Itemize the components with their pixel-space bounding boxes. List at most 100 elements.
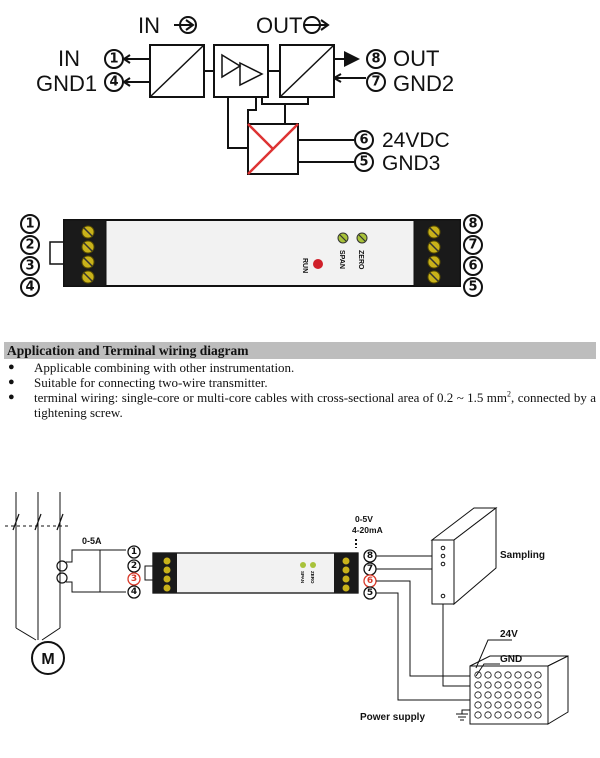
module-right-screws bbox=[427, 225, 441, 284]
zero-label: ZERO bbox=[357, 250, 364, 270]
vent-hole bbox=[474, 701, 482, 709]
in-arrow-icon bbox=[174, 16, 197, 34]
output-range-current: 4-20mA bbox=[352, 525, 383, 535]
app-zero-label: ZERO bbox=[310, 571, 315, 584]
application-wiring-diagram: M 0-5A 1 2 3 4 SP bbox=[5, 492, 569, 725]
motor-icon bbox=[31, 641, 65, 675]
vent-hole bbox=[504, 701, 512, 709]
amplifier-block bbox=[213, 44, 269, 98]
vent-hole bbox=[524, 701, 532, 709]
vent-hole bbox=[494, 691, 502, 699]
vent-hole bbox=[504, 691, 512, 699]
module-terminal-2: 2 bbox=[25, 238, 34, 253]
vent-hole bbox=[534, 711, 542, 719]
terminal-8-number: 8 bbox=[371, 52, 380, 67]
power-supply-vent-grid bbox=[474, 671, 542, 719]
terminal-4-marker bbox=[104, 72, 124, 92]
vent-hole bbox=[494, 711, 502, 719]
module-left-terminal-numbers: 1 2 3 4 bbox=[20, 214, 40, 297]
sampling-device-icon bbox=[430, 506, 498, 606]
section-title: Application and Terminal wiring diagram bbox=[4, 342, 596, 359]
motor-label: M bbox=[41, 651, 54, 668]
module-left-screws bbox=[81, 225, 95, 284]
feature-item-wiring: terminal wiring: single-core or multi-co… bbox=[4, 390, 596, 420]
wiring-text-end: , connected by a tightening screw. bbox=[34, 390, 596, 420]
current-transformer-icon bbox=[56, 560, 68, 572]
vent-hole bbox=[514, 681, 522, 689]
output-range-voltage: 0-5V bbox=[355, 514, 373, 524]
vent-hole bbox=[504, 711, 512, 719]
vent-hole bbox=[514, 691, 522, 699]
vent-hole bbox=[534, 701, 542, 709]
app-module-body bbox=[152, 552, 359, 594]
vent-hole bbox=[514, 671, 522, 679]
vent-hole bbox=[504, 671, 512, 679]
module-right-terminal-numbers: 8 7 6 5 bbox=[463, 214, 483, 297]
vent-hole bbox=[534, 681, 542, 689]
app-terminal-5: 5 bbox=[367, 588, 373, 598]
span-label: SPAN bbox=[338, 250, 345, 269]
feature-item: Applicable combining with other instrume… bbox=[4, 360, 596, 375]
app-terminal-8: 8 bbox=[367, 551, 373, 561]
out-label: OUT bbox=[393, 46, 439, 71]
feature-list: Applicable combining with other instrume… bbox=[4, 360, 596, 420]
module-front-view: 1 2 3 4 SP bbox=[20, 214, 483, 297]
vent-hole bbox=[534, 691, 542, 699]
gnd2-label: GND2 bbox=[393, 71, 454, 96]
run-label: RUN bbox=[301, 258, 308, 273]
vent-hole bbox=[524, 681, 532, 689]
vent-hole bbox=[474, 711, 482, 719]
module-terminal-6: 6 bbox=[468, 259, 477, 274]
terminal-6-marker bbox=[354, 130, 374, 150]
module-body bbox=[63, 219, 461, 287]
vent-hole bbox=[474, 671, 482, 679]
application-section: Application and Terminal wiring diagram … bbox=[4, 342, 596, 420]
power-gnd3-label: GND3 bbox=[382, 152, 440, 175]
gnd1-label: GND1 bbox=[36, 71, 97, 96]
supply-24v-label: 24V bbox=[500, 629, 518, 640]
module-terminal-4: 4 bbox=[25, 280, 34, 295]
vent-hole bbox=[484, 671, 492, 679]
sampling-label: Sampling bbox=[500, 550, 545, 561]
app-terminal-4: 4 bbox=[131, 587, 137, 597]
terminal-8-marker bbox=[366, 49, 386, 69]
app-right-terminals: 8 7 6 5 bbox=[363, 549, 377, 600]
current-range-label: 0-5A bbox=[82, 536, 102, 546]
in-header: IN bbox=[138, 13, 160, 38]
vent-hole bbox=[474, 691, 482, 699]
wiring-text: terminal wiring: single-core or multi-co… bbox=[34, 390, 508, 405]
out-header: OUT bbox=[256, 13, 302, 38]
vent-hole bbox=[524, 671, 532, 679]
vent-hole bbox=[484, 711, 492, 719]
vent-hole bbox=[514, 701, 522, 709]
vent-hole bbox=[494, 671, 502, 679]
vent-hole bbox=[494, 701, 502, 709]
vent-hole bbox=[514, 711, 522, 719]
power-24vdc-label: 24VDC bbox=[382, 129, 450, 152]
terminal-1-marker bbox=[104, 49, 124, 69]
supply-gnd-label: GND bbox=[500, 654, 522, 665]
feature-item: Suitable for connecting two-wire transmi… bbox=[4, 375, 596, 390]
vent-hole bbox=[494, 681, 502, 689]
vent-hole bbox=[524, 691, 532, 699]
terminal-6-number: 6 bbox=[359, 133, 368, 148]
app-terminal-1: 1 bbox=[131, 547, 137, 557]
app-terminal-7: 7 bbox=[367, 564, 373, 574]
vent-hole bbox=[484, 691, 492, 699]
vent-hole bbox=[484, 701, 492, 709]
app-span-label: SPAN bbox=[300, 571, 305, 583]
vent-hole bbox=[484, 681, 492, 689]
module-terminal-3: 3 bbox=[25, 259, 34, 274]
vent-hole bbox=[534, 671, 542, 679]
terminal-7-marker bbox=[366, 72, 386, 92]
app-terminal-6: 6 bbox=[367, 576, 373, 586]
module-terminal-5: 5 bbox=[468, 280, 477, 295]
app-terminal-3: 3 bbox=[131, 574, 137, 584]
run-led-icon bbox=[313, 259, 323, 269]
vent-hole bbox=[524, 711, 532, 719]
block-diagram: IN OUT IN GND1 1 4 bbox=[36, 13, 454, 175]
power-supply-label: Power supply bbox=[360, 712, 425, 723]
wiring-superscript: 2 bbox=[507, 389, 512, 399]
app-terminal-2: 2 bbox=[131, 561, 137, 571]
